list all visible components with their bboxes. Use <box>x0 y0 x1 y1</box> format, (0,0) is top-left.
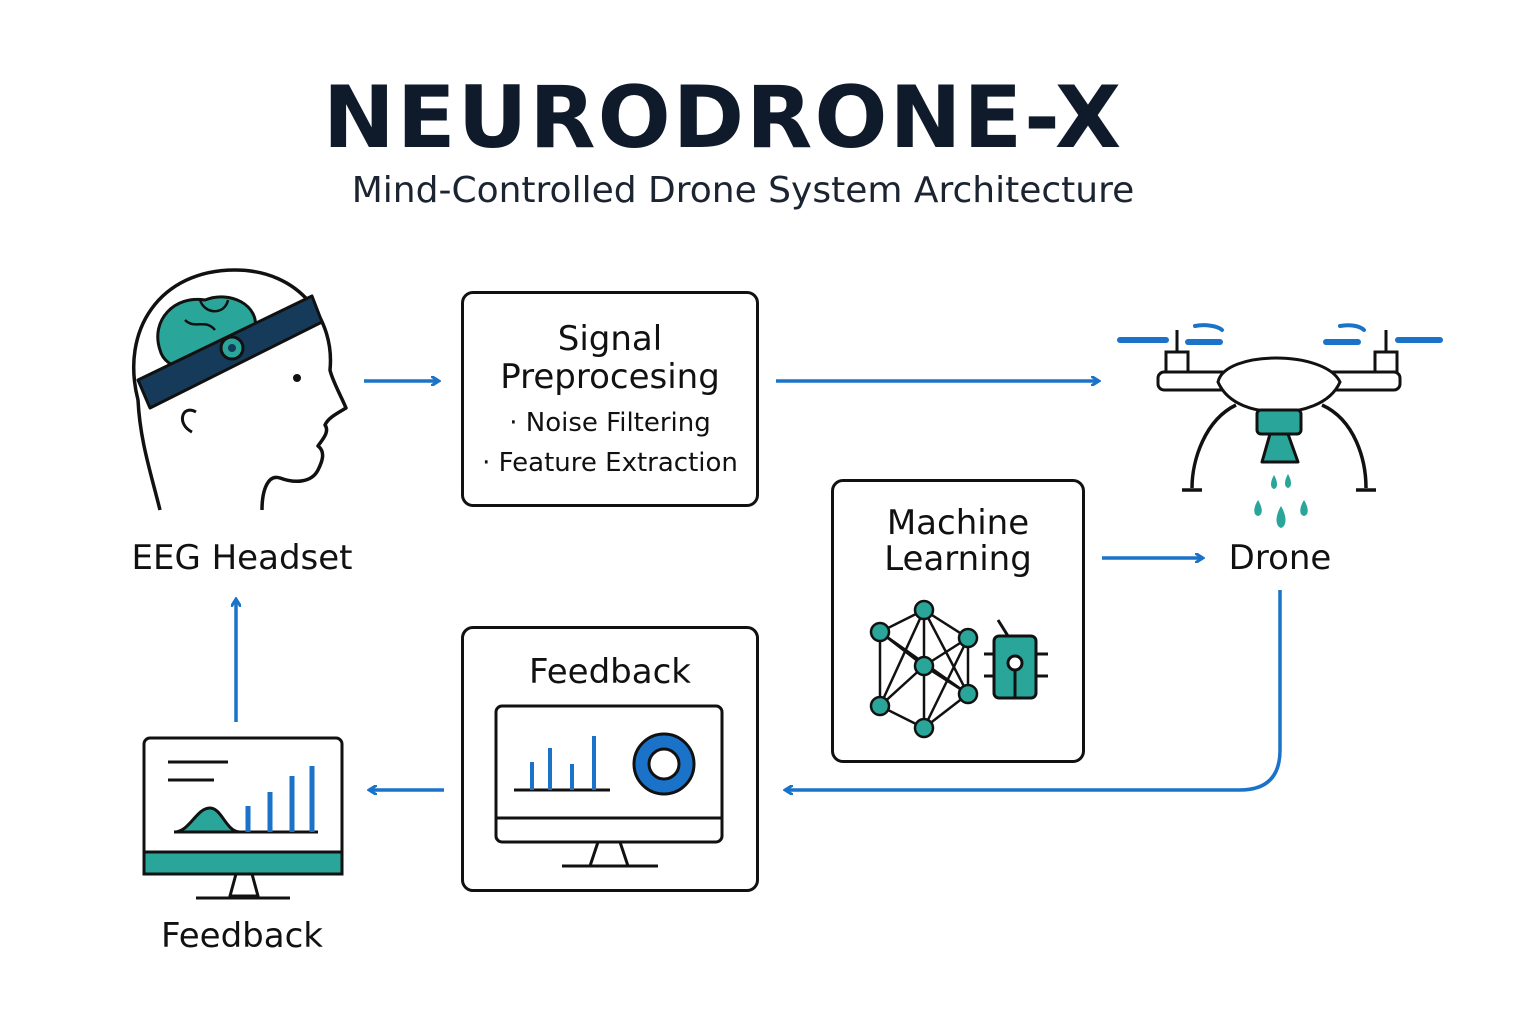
neural-network-icon <box>869 599 979 739</box>
ai-chip-icon <box>984 619 1048 700</box>
drone-label: Drone <box>1228 538 1332 578</box>
signal-preprocessing-title-line1: Signal <box>557 319 663 359</box>
page-title: NEURODRONE-X <box>322 68 1124 168</box>
feedback-box: Feedback <box>461 626 759 892</box>
flow-arrows <box>236 381 1282 790</box>
arrow-drone-to-feedback <box>786 590 1282 790</box>
machine-learning-box: Machine Learning <box>831 479 1085 763</box>
head-with-eeg-headband-icon <box>132 268 348 511</box>
bullet-noise-filtering: · Noise Filtering <box>509 408 711 438</box>
signal-preprocessing-box: Signal Preprocesing · Noise Filtering · … <box>461 291 759 507</box>
page-subtitle: Mind-Controlled Drone System Architectur… <box>351 170 1135 211</box>
quadcopter-drone-icon <box>1117 323 1443 528</box>
machine-learning-title-line1: Machine <box>886 503 1030 543</box>
machine-learning-title-line2: Learning <box>884 539 1032 579</box>
monitor-dashboard-icon <box>494 704 724 868</box>
eeg-headset-label: EEG Headset <box>131 538 353 578</box>
bullet-feature-extraction: · Feature Extraction <box>482 448 738 478</box>
signal-preprocessing-title-line2: Preprocesing <box>500 357 720 397</box>
monitor-dashboard-icon <box>142 736 344 900</box>
feedback-display-label: Feedback <box>161 916 323 956</box>
feedback-box-title: Feedback <box>529 652 691 692</box>
